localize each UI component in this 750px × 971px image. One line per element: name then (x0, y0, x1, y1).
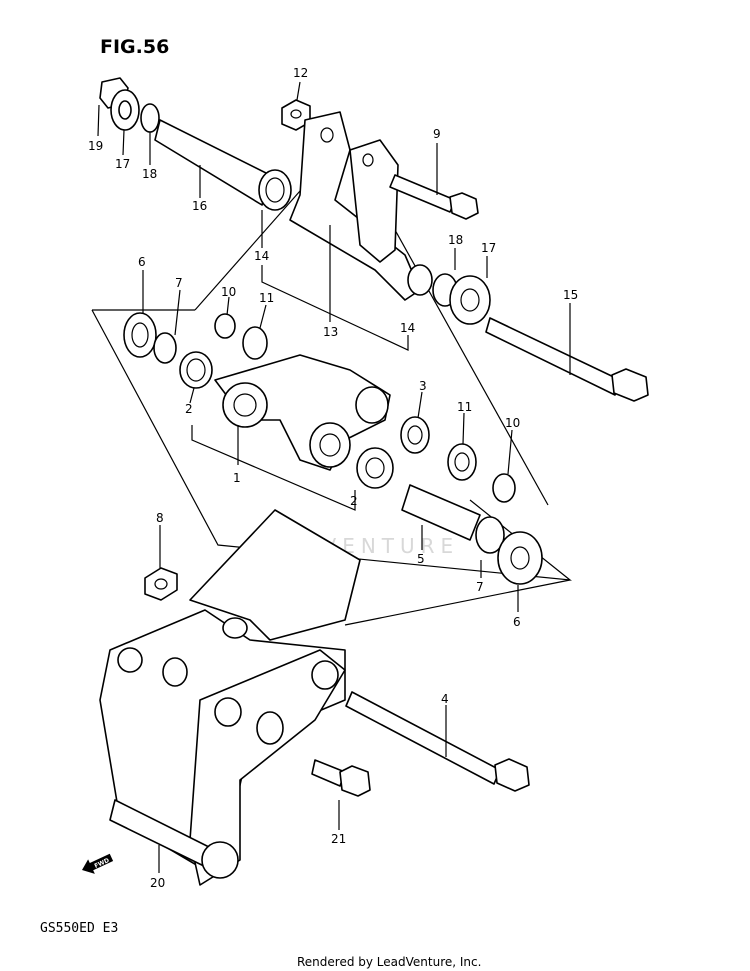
bolt-part-4 (345, 691, 530, 792)
nut-part-8 (144, 567, 178, 601)
callout-3: 3 (419, 379, 427, 393)
footer-credit: Rendered by LeadVenture, Inc. (297, 955, 481, 969)
rocker-arm-part-1 (214, 354, 391, 471)
callout-9: 9 (433, 127, 441, 141)
callout-7b: 7 (476, 580, 484, 594)
frame-bracket-part-20 (99, 509, 361, 886)
callout-19: 19 (88, 139, 103, 153)
callout-18a: 18 (142, 167, 157, 181)
callout-6a: 6 (138, 255, 146, 269)
callout-15: 15 (563, 288, 578, 302)
callout-12: 12 (293, 66, 308, 80)
bracket-part-13 (289, 111, 421, 301)
callout-17a: 17 (115, 157, 130, 171)
callout-16: 16 (192, 199, 207, 213)
callout-1: 1 (233, 471, 241, 485)
callout-18b: 18 (448, 233, 463, 247)
sleeves-left (123, 312, 268, 389)
callout-20: 20 (150, 876, 165, 890)
sleeves-right (356, 416, 543, 585)
callout-10b: 10 (505, 416, 520, 430)
callout-5: 5 (417, 552, 425, 566)
leader-lines (97, 81, 571, 873)
callout-6b: 6 (513, 615, 521, 629)
callout-11a: 11 (259, 291, 274, 305)
figure-title: FIG.56 (100, 36, 169, 58)
callout-13: 13 (323, 325, 338, 339)
callout-21: 21 (331, 832, 346, 846)
callout-11b: 11 (457, 400, 472, 414)
fwd-label: FWD (93, 857, 110, 870)
callout-8: 8 (156, 511, 164, 525)
model-code: GS550ED E3 (40, 921, 118, 936)
callout-2a: 2 (185, 402, 193, 416)
forward-arrow-icon: FWD (82, 853, 114, 874)
bolt-part-15 (407, 264, 649, 402)
callout-2b: 2 (350, 494, 358, 508)
callout-labels: 12 9 19 17 18 16 14 13 14 18 17 15 6 7 1… (88, 66, 578, 890)
shaft-part-16 (99, 77, 292, 211)
callout-14b: 14 (400, 321, 415, 335)
bolt-part-9 (389, 174, 479, 220)
callout-4: 4 (441, 692, 449, 706)
callout-17b: 17 (481, 241, 496, 255)
bolt-part-21 (311, 759, 371, 797)
callout-10a: 10 (221, 285, 236, 299)
callout-7a: 7 (175, 276, 183, 290)
callout-14a: 14 (254, 249, 269, 263)
